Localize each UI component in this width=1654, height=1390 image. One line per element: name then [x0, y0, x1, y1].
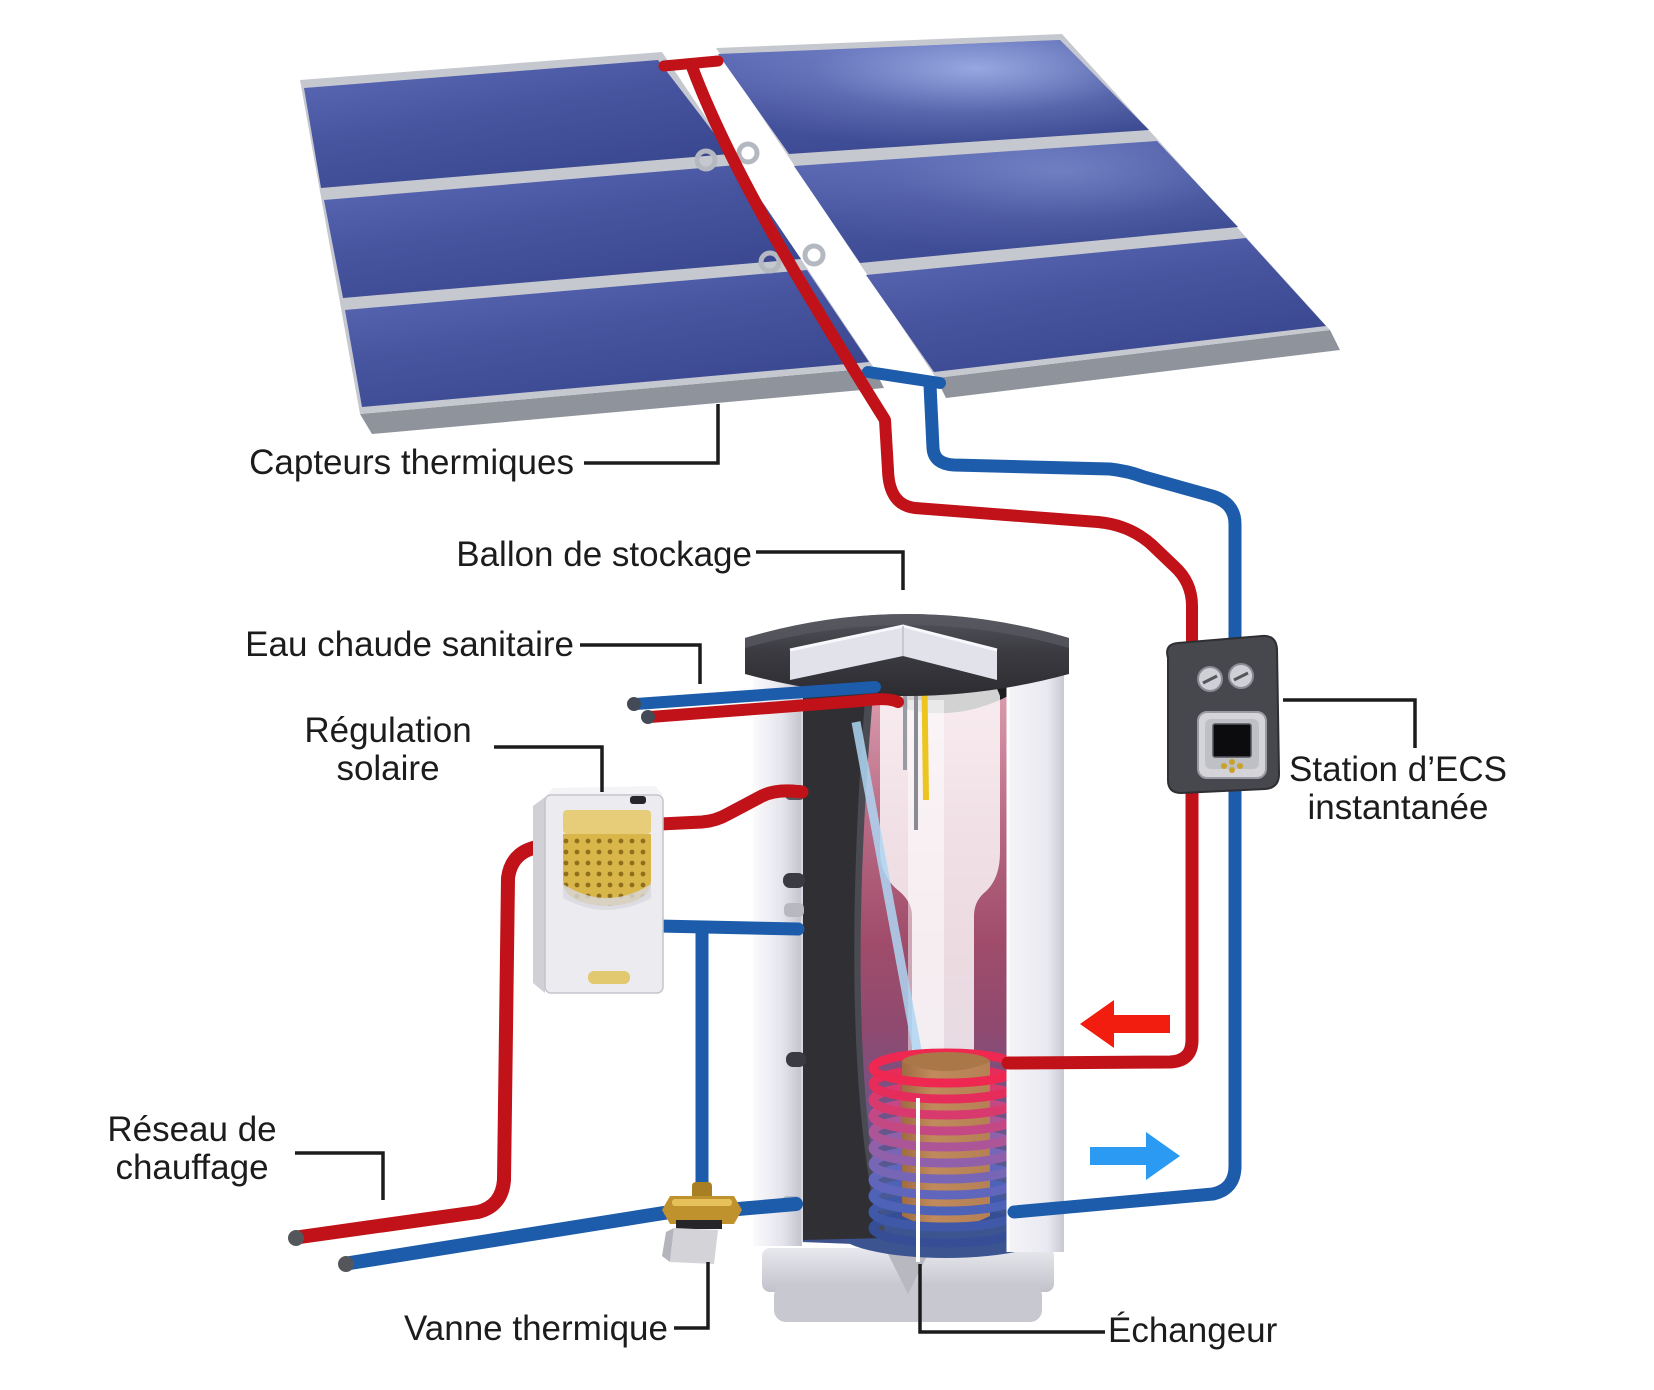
label-reseau-chauffage-line2: chauffage [115, 1148, 268, 1187]
solar-panel [345, 270, 869, 407]
leader-regulation [494, 745, 604, 792]
regulation-panel-dots [563, 834, 651, 906]
pipe-clip-icon [758, 250, 782, 274]
panel-array-right-edge [936, 330, 1340, 398]
solar-panel-sheen [794, 141, 1238, 263]
solar-panel [324, 165, 801, 298]
tank-inner-wall [802, 655, 886, 1240]
heating-cold-pipe-right [731, 1197, 803, 1216]
valve-block [670, 1228, 718, 1264]
solar-collector-array-right [716, 34, 1340, 398]
pipe-end-cap [338, 1256, 354, 1272]
pipe-end-cap [627, 697, 641, 711]
label-regulation-solaire-line2: solaire [336, 749, 439, 788]
label-ballon-de-stockage: Ballon de stockage [456, 535, 752, 574]
pipe-clip-icon [694, 148, 718, 172]
leader-reseau [295, 1151, 385, 1200]
solar-collector-array-left [300, 52, 884, 434]
cold-flow-arrow [1090, 1132, 1180, 1180]
cold-pipes [343, 366, 1242, 1270]
valve-base-plate [676, 1220, 722, 1229]
regulation-box-side [533, 797, 545, 993]
thermal-valve [662, 1182, 742, 1264]
pipe-clip-icon [736, 141, 760, 165]
station-buttons [1221, 759, 1243, 773]
label-eau-chaude-sanitaire: Eau chaude sanitaire [245, 625, 574, 664]
panel-pipe-clips [694, 141, 826, 274]
hot-flow-arrow [1080, 1000, 1170, 1048]
label-capteurs-thermiques: Capteurs thermiques [249, 443, 574, 482]
regulation-gold-band [563, 810, 651, 834]
tank-cold-return-pipe [1007, 781, 1242, 1219]
valve-neck [692, 1182, 712, 1200]
hot-pipes [293, 55, 1199, 1244]
label-station-ecs-line2: instantanée [1308, 788, 1489, 827]
regulation-indicator [588, 971, 630, 984]
tank-hot-supply-pipe [1001, 781, 1199, 1070]
heating-hot-pipe [293, 839, 553, 1244]
dial-slot [1233, 671, 1249, 682]
solar-panel [304, 60, 730, 188]
regulation-tank-hot-pipe [653, 784, 809, 831]
regulation-box-detail [630, 796, 646, 804]
leader-station [1283, 698, 1417, 748]
pipe-clip-icon [802, 243, 826, 267]
solar-panel-sheen [718, 40, 1149, 154]
ecs-station [1166, 634, 1281, 795]
panel-array-left-edge [360, 368, 884, 434]
pipe-end-cap [288, 1230, 304, 1246]
label-echangeur: Échangeur [1108, 1311, 1278, 1350]
leader-eau-chaude [580, 643, 702, 684]
leader-capteurs [584, 404, 720, 465]
pipe-end-cap [641, 710, 655, 724]
solar-regulation-unit [533, 786, 664, 994]
label-reseau-chauffage-line1: Réseau de [107, 1110, 276, 1149]
tank-cap-sheen [745, 614, 1069, 648]
leader-vanne [674, 1262, 710, 1330]
heating-cold-pipe [343, 1205, 677, 1270]
dial-slot [1202, 674, 1218, 685]
collector-supply-pipe [685, 58, 1198, 656]
storage-tank [745, 614, 1069, 1322]
leader-lines [295, 404, 1417, 1334]
label-vanne-thermique: Vanne thermique [404, 1309, 668, 1348]
diagram-labels: Capteurs thermiques Ballon de stockage E… [107, 443, 1507, 1350]
label-station-ecs-line1: Station d’ECS [1289, 750, 1507, 789]
tank-inner-wall-edge [854, 661, 886, 1238]
collector-return-pipe [923, 378, 1242, 657]
sanitary-hot-pipe [644, 693, 904, 723]
leader-ballon [756, 550, 905, 590]
leader-echangeur [918, 1264, 1105, 1334]
regulation-tank-cold-pipe [651, 919, 805, 936]
tank-insulation-left [753, 648, 802, 1246]
tank-insulation-right [1008, 660, 1064, 1252]
label-regulation-solaire-line1: Régulation [304, 711, 471, 750]
regulation-panel-shadow [563, 884, 651, 910]
valve-highlight [672, 1199, 732, 1206]
solar-panel [866, 238, 1326, 372]
station-screen [1212, 723, 1252, 758]
sanitary-cold-pipe [630, 681, 881, 710]
tank-base-lower [774, 1284, 1042, 1322]
